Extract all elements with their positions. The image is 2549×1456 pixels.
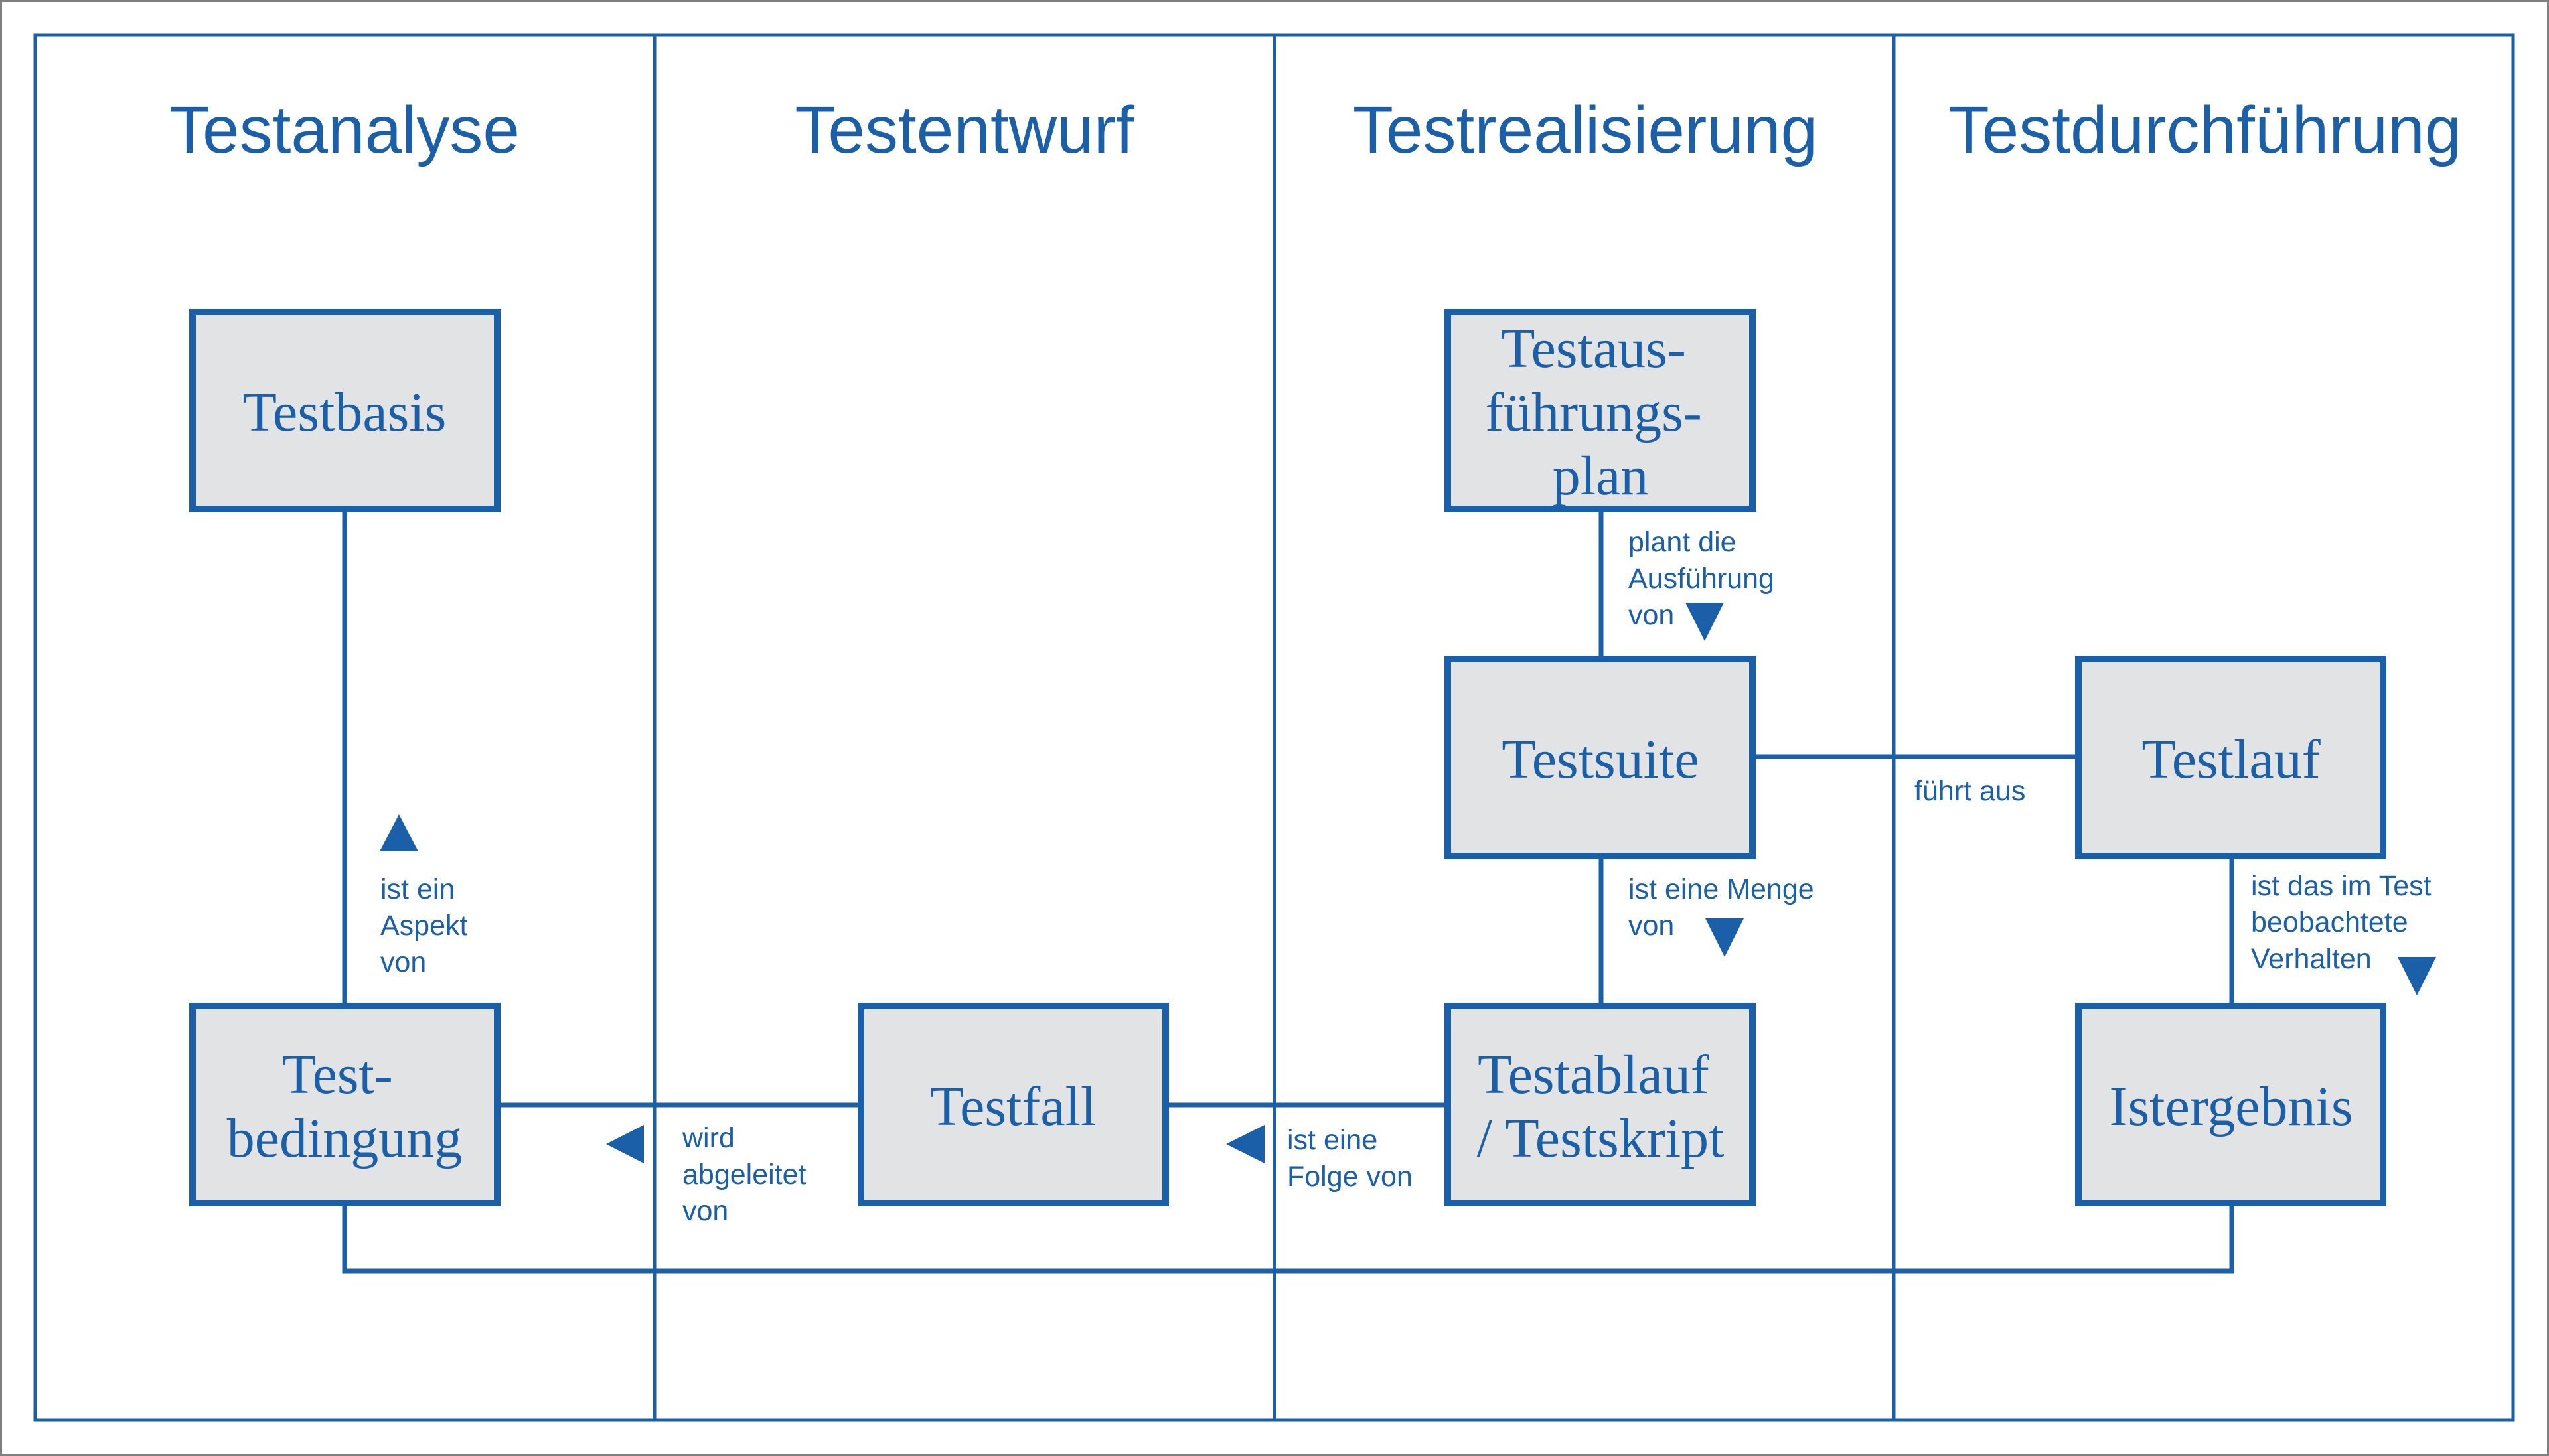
relation-label-aspekt: ist ein Aspekt von (380, 873, 475, 978)
relation-label-fuehrt: führt aus (1914, 775, 2025, 807)
box-label-testbasis: Testbasis (243, 382, 447, 443)
relation-label-menge: ist eine Menge von (1628, 873, 1822, 942)
relation-label-beobachtet: ist das im Test beobachtete Verhalten (2251, 870, 2439, 975)
box-label-testsuite: Testsuite (1502, 729, 1699, 790)
box-istergebnis: Istergebnis (2075, 1003, 2386, 1206)
box-label-testablauf: Testablauf / Testskript (1477, 1044, 1725, 1169)
column-title-testrealisierung: Testrealisierung (1353, 93, 1817, 167)
relation-label-abgeleitet: wird abgeleitet von (682, 1122, 814, 1227)
column-title-testdurchfuehrung: Testdurchführung (1949, 93, 2462, 167)
box-label-testlauf: Testlauf (2141, 729, 2320, 790)
box-label-testbedingung: Test- bedingung (227, 1044, 463, 1169)
box-label-istergebnis: Istergebnis (2109, 1076, 2353, 1137)
arrow-left-icon (1226, 1125, 1265, 1163)
column-title-testentwurf: Testentwurf (795, 93, 1134, 167)
connectors (342, 510, 2234, 1274)
box-testausfuehrungsplan: Testaus- führungs- plan (1444, 309, 1756, 512)
box-testfall: Testfall (858, 1003, 1169, 1206)
box-label-testausfuehrungsplan: Testaus- führungs- plan (1485, 318, 1716, 507)
box-testsuite: Testsuite (1444, 656, 1756, 859)
swimlanes (33, 33, 2515, 1422)
arrow-up-icon (380, 814, 418, 851)
relation-label-folge: ist eine Folge von (1287, 1124, 1413, 1193)
arrow-down-icon (1705, 918, 1744, 957)
box-testablauf: Testablauf / Testskript (1444, 1003, 1756, 1206)
relation-label-plant: plant die Ausführung von (1628, 526, 1782, 631)
arrow-left-icon (606, 1125, 644, 1163)
box-testbedingung: Test- bedingung (189, 1003, 501, 1206)
column-title-testanalyse: Testanalyse (169, 93, 520, 167)
box-testbasis: Testbasis (189, 309, 501, 512)
arrow-down-icon (1685, 603, 1724, 641)
direction-arrows (380, 603, 2436, 1163)
box-label-testfall: Testfall (930, 1076, 1097, 1137)
box-testlauf: Testlauf (2075, 656, 2386, 859)
connector-testbedingung-istergebnis (342, 1204, 2234, 1274)
arrow-down-icon (2398, 957, 2436, 995)
